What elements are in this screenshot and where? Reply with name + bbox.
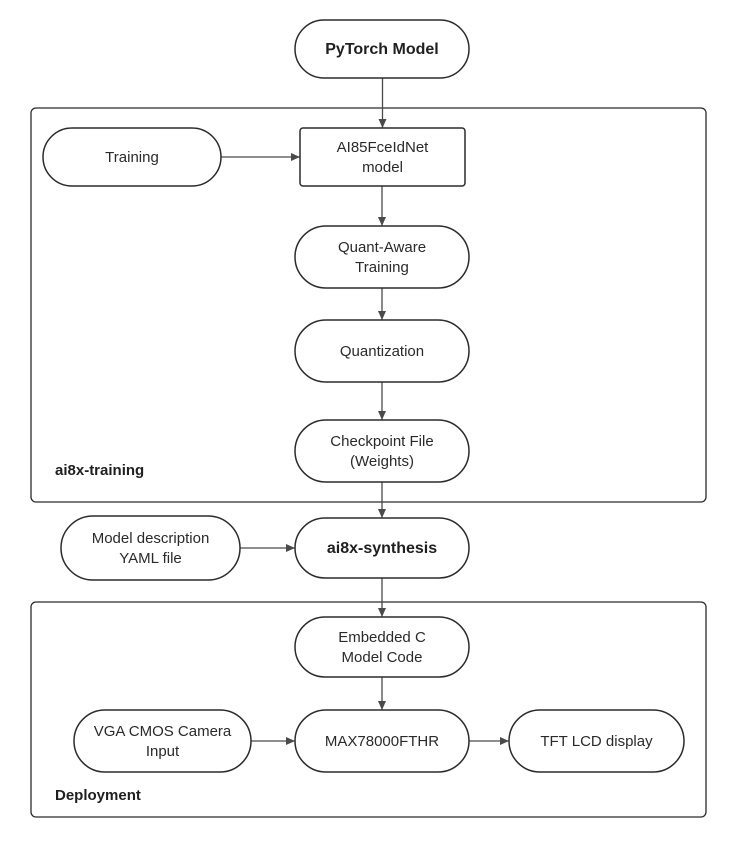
node-tft-lcd-text-0: TFT LCD display [540, 733, 653, 750]
node-training: Training [42, 127, 222, 187]
node-ai85-model: AI85FceIdNet model [299, 127, 466, 187]
training-group: ai8x-training [30, 107, 707, 503]
node-max78000: MAX78000FTHR [294, 709, 470, 773]
node-camera-input-text-1: Input [146, 743, 180, 760]
node-quant-aware-training-shape [294, 225, 470, 289]
training-group-label: ai8x-training [55, 462, 144, 479]
node-training-text-0: Training [105, 149, 159, 166]
node-max78000-shape [294, 709, 470, 773]
node-quantization: Quantization [294, 319, 470, 383]
node-quantization-text-0: Quantization [340, 343, 424, 360]
node-checkpoint-file-shape [294, 419, 470, 483]
node-quant-aware-training-text-0: Quant-Aware [338, 239, 426, 256]
node-embedded-c: Embedded C Model Code [294, 616, 470, 678]
node-ai8x-synthesis: ai8x-synthesis [294, 517, 470, 579]
node-tft-lcd-shape [508, 709, 685, 773]
node-tft-lcd: TFT LCD display [508, 709, 685, 773]
node-max78000-text-0: MAX78000FTHR [325, 733, 439, 750]
edges-layer [221, 78, 509, 745]
node-camera-input-text-0: VGA CMOS Camera [94, 723, 232, 740]
node-ai85-model-text-1: model [362, 159, 403, 176]
node-quant-aware-training-text-1: Training [355, 259, 409, 276]
node-ai85-model-shape [299, 127, 466, 187]
node-ai8x-synthesis-shape [294, 517, 470, 579]
node-checkpoint-file-text-1: (Weights) [350, 453, 414, 470]
node-training-shape [42, 127, 222, 187]
node-checkpoint-file-text-0: Checkpoint File [330, 433, 433, 450]
node-pytorch-model-shape [294, 19, 470, 79]
node-quantization-shape [294, 319, 470, 383]
node-model-description-text-1: YAML file [119, 550, 182, 567]
node-checkpoint-file: Checkpoint File (Weights) [294, 419, 470, 483]
node-model-description-text-0: Model description [92, 530, 210, 547]
deployment-group-label: Deployment [55, 787, 141, 804]
node-embedded-c-shape [294, 616, 470, 678]
node-camera-input-shape [73, 709, 252, 773]
node-pytorch-model: PyTorch Model [294, 19, 470, 79]
node-model-description-shape [60, 515, 241, 581]
node-pytorch-model-text-0: PyTorch Model [325, 41, 439, 58]
training-group-frame [30, 107, 707, 503]
node-ai8x-synthesis-text-0: ai8x-synthesis [327, 540, 437, 557]
node-ai85-model-text-0: AI85FceIdNet [337, 139, 430, 156]
node-embedded-c-text-0: Embedded C [338, 629, 426, 646]
node-embedded-c-text-1: Model Code [342, 649, 423, 666]
